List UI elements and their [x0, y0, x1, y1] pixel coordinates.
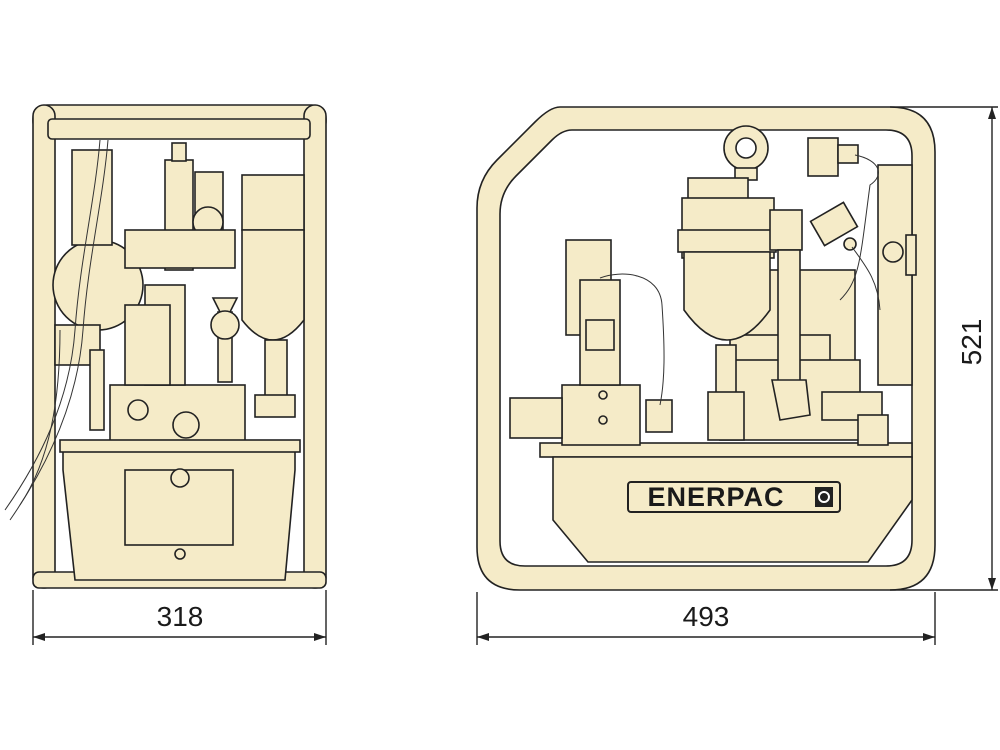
- wrench-icon: [815, 487, 833, 507]
- front-filter: [241, 174, 305, 418]
- side-width-label: 493: [683, 601, 730, 632]
- side-filter: [677, 125, 777, 441]
- front-hoses: [4, 139, 109, 521]
- front-column: [124, 142, 236, 386]
- side-height-label: 521: [956, 319, 987, 366]
- side-height-dimension: 521: [890, 106, 998, 591]
- front-view: 318: [4, 104, 327, 645]
- side-valve-block: [509, 384, 673, 446]
- side-valve-column: [565, 239, 621, 386]
- side-pipe: [769, 209, 811, 421]
- side-brand-label: ENERPAC: [647, 482, 784, 512]
- side-electrical-box: [877, 164, 917, 386]
- front-valve-block: [59, 384, 301, 453]
- front-reservoir: [62, 449, 296, 581]
- side-fittings: [821, 391, 889, 446]
- side-width-dimension: 493: [476, 592, 936, 645]
- front-width-dimension: 318: [32, 590, 327, 645]
- side-top-connector: [807, 137, 859, 177]
- side-view: ENERPAC: [476, 106, 998, 645]
- front-fittings: [71, 149, 240, 431]
- side-cables: [599, 154, 881, 406]
- front-width-label: 318: [157, 601, 204, 632]
- front-motor: [52, 239, 144, 366]
- side-gauge: [809, 201, 859, 251]
- side-reservoir: ENERPAC: [539, 442, 913, 563]
